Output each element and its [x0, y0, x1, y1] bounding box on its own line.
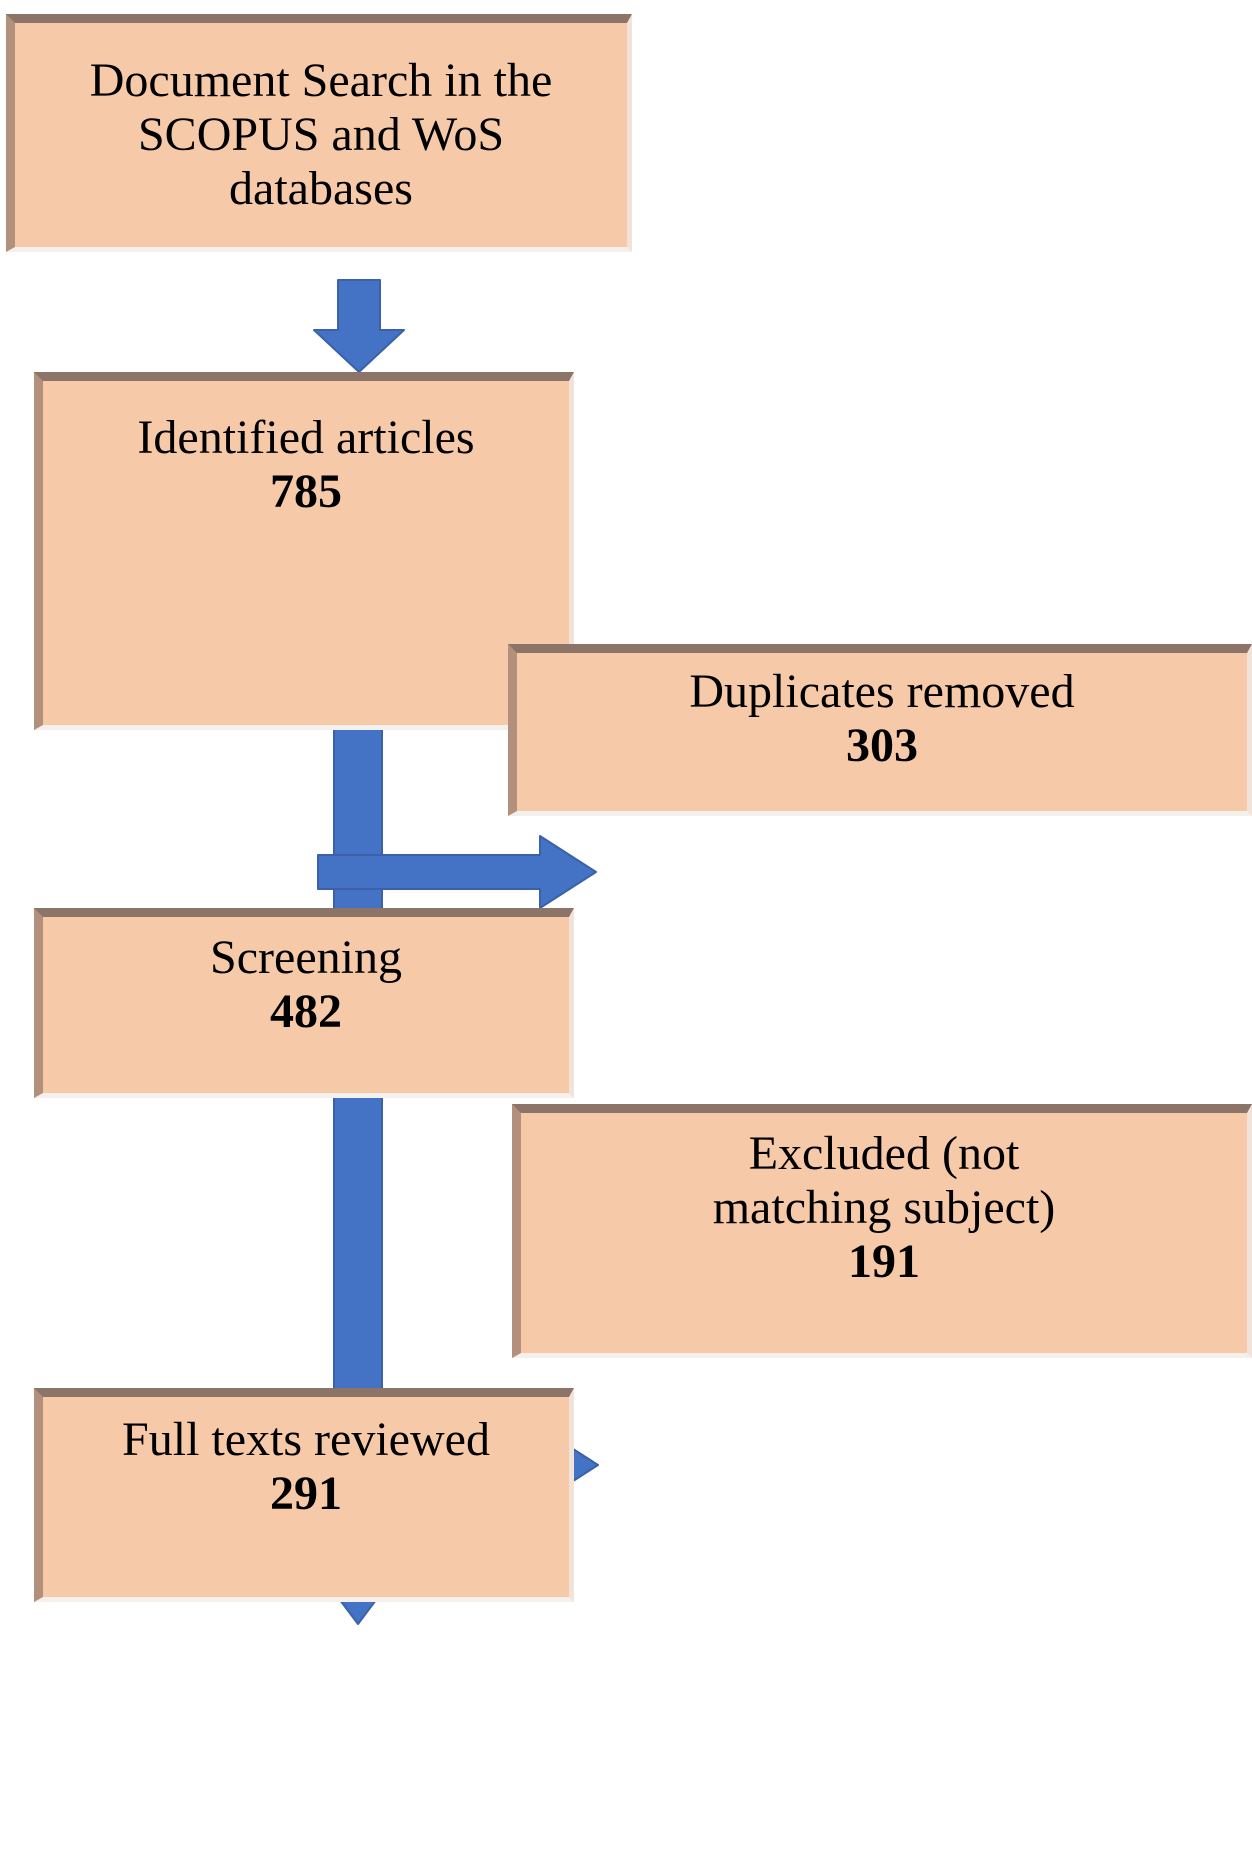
- node-full-texts-reviewed: Full texts reviewed 291: [34, 1388, 574, 1602]
- node-screening-count: 482: [270, 984, 342, 1038]
- node-excluded-line2: matching subject): [712, 1180, 1056, 1234]
- node-excluded-count: 191: [848, 1234, 920, 1288]
- arrow-search-to-identified: [313, 279, 405, 373]
- node-duplicates-removed-label: Duplicates removed: [689, 665, 1075, 718]
- node-full-texts-reviewed-label: Full texts reviewed: [122, 1413, 490, 1466]
- node-document-search-line2: SCOPUS and WoS: [137, 108, 505, 162]
- node-identified-articles: Identified articles 785: [34, 372, 574, 730]
- node-full-texts-reviewed-count: 291: [270, 1466, 342, 1520]
- node-excluded: Excluded (not matching subject) 191: [512, 1104, 1252, 1358]
- node-document-search: Document Search in the SCOPUS and WoS da…: [6, 14, 632, 252]
- node-duplicates-removed: Duplicates removed 303: [508, 644, 1252, 816]
- node-screening: Screening 482: [34, 908, 574, 1098]
- node-screening-label: Screening: [210, 931, 402, 984]
- node-duplicates-removed-count: 303: [846, 718, 918, 772]
- arrow-identified-to-duplicates: [317, 835, 597, 909]
- node-excluded-line1: Excluded (not: [748, 1127, 1020, 1180]
- node-document-search-line3: databases: [229, 161, 413, 215]
- node-identified-articles-label: Identified articles: [137, 411, 475, 464]
- node-identified-articles-count: 785: [270, 464, 342, 518]
- node-document-search-line1: Document Search in the: [89, 54, 553, 108]
